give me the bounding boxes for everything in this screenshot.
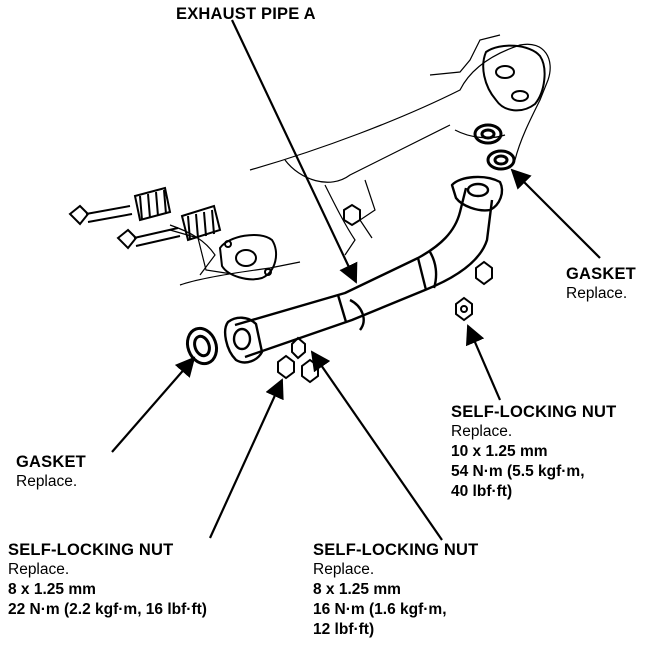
label-nut-middle: SELF-LOCKING NUT Replace. 8 x 1.25 mm 16… (313, 540, 478, 640)
bolt-leader (169, 229, 233, 275)
label-note: Replace. (566, 285, 628, 302)
label-nut-right: SELF-LOCKING NUT Replace. 10 x 1.25 mm 5… (451, 402, 616, 502)
label-size: 8 x 1.25 mm (313, 581, 401, 598)
arrow-nut-left (208, 378, 284, 539)
arrow-nut-right (465, 324, 502, 401)
exhaust-pipe-a (224, 175, 504, 364)
label-note: Replace. (313, 561, 375, 578)
label-torque: 16 N·m (1.6 kgf·m, (313, 601, 447, 618)
exhaust-manifold-flange (482, 44, 546, 112)
label-torque: 54 N·m (5.5 kgf·m, (451, 463, 585, 480)
label-size: 10 x 1.25 mm (451, 443, 548, 460)
gasket-upper (473, 123, 503, 145)
label-gasket-right: GASKET Replace. (566, 264, 636, 304)
arrow-gasket-left (111, 356, 196, 453)
spring-bolt-upper (68, 186, 172, 226)
label-title: SELF-LOCKING NUT (451, 403, 617, 421)
arrow-nut-middle (310, 350, 443, 541)
label-title: GASKET (16, 453, 86, 471)
gasket-right-part (486, 149, 516, 171)
front-flange (218, 233, 278, 281)
label-nut-left: SELF-LOCKING NUT Replace. 8 x 1.25 mm 22… (8, 540, 207, 620)
label-exhaust-pipe-a: EXHAUST PIPE A (176, 4, 316, 24)
arrow-exhaust-pipe (231, 19, 358, 284)
leader-lines (111, 19, 601, 541)
label-note: Replace. (8, 561, 70, 578)
label-torque-cont: 40 lbf·ft) (451, 483, 513, 500)
label-note: Replace. (451, 423, 513, 440)
label-title: EXHAUST PIPE A (176, 5, 316, 23)
label-torque: 22 N·m (2.2 kgf·m, 16 lbf·ft) (8, 601, 207, 618)
label-title: SELF-LOCKING NUT (313, 541, 479, 559)
self-locking-nuts (277, 203, 493, 384)
label-gasket-left: GASKET Replace. (16, 452, 86, 492)
label-torque-cont: 12 lbf·ft) (313, 621, 375, 638)
label-note: Replace. (16, 473, 78, 490)
label-title: GASKET (566, 265, 636, 283)
spring-bolt-lower (116, 204, 222, 250)
arrow-gasket-right (510, 168, 601, 259)
gasket-left-part (185, 326, 219, 366)
engine-outline (169, 34, 551, 286)
label-title: SELF-LOCKING NUT (8, 541, 174, 559)
label-size: 8 x 1.25 mm (8, 581, 96, 598)
